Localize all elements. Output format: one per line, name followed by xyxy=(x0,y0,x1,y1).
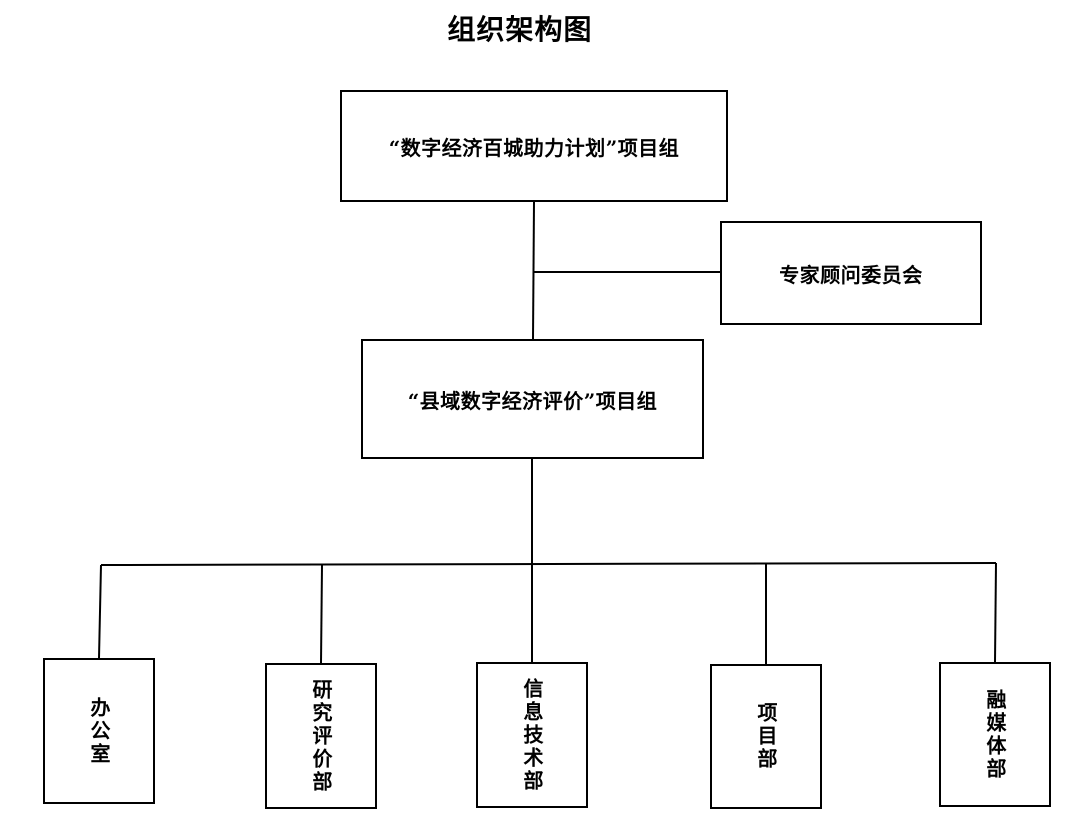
connector-to-dept-2 xyxy=(320,564,323,664)
top-project-group-label: “数字经济百城助力计划”项目组 xyxy=(388,135,680,160)
connector-top-to-mid xyxy=(532,201,535,340)
department-label: 项目部 xyxy=(754,702,778,771)
connector-to-dept-5 xyxy=(994,562,997,663)
top-project-group-box: “数字经济百城助力计划”项目组 xyxy=(340,90,728,202)
department-box-information-technology: 信息技术部 xyxy=(476,662,588,808)
connector-horizontal-bus xyxy=(100,562,997,566)
advisory-committee-box: 专家顾问委员会 xyxy=(720,221,982,325)
sub-project-group-box: “县域数字经济评价”项目组 xyxy=(361,339,704,459)
department-box-research-evaluation: 研究评价部 xyxy=(265,663,377,809)
department-label: 融媒体部 xyxy=(983,688,1007,781)
department-box-media: 融媒体部 xyxy=(939,662,1051,807)
diagram-title: 组织架构图 xyxy=(447,13,593,46)
department-box-projects: 项目部 xyxy=(710,664,822,809)
sub-project-group-label: “县域数字经济评价”项目组 xyxy=(407,388,658,413)
department-label: 办公室 xyxy=(87,696,111,766)
advisory-committee-label: 专家顾问委员会 xyxy=(779,262,923,287)
connector-to-dept-1 xyxy=(98,564,102,659)
department-label: 研究评价部 xyxy=(309,678,333,794)
department-label: 信息技术部 xyxy=(520,677,544,793)
department-box-office: 办公室 xyxy=(43,658,155,804)
